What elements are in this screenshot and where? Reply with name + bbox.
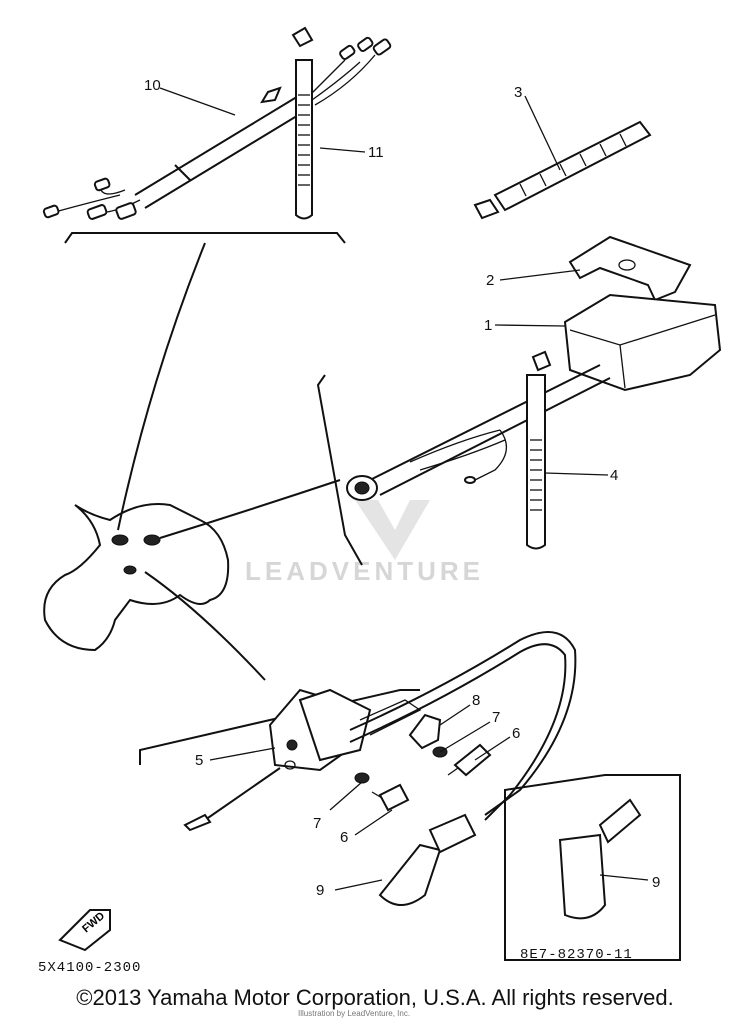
leader-arrows bbox=[117, 242, 341, 681]
callout-7-lower: 7 bbox=[313, 815, 321, 832]
inset-frame bbox=[504, 774, 681, 961]
bolt-part-6-lower bbox=[371, 783, 410, 812]
frame-outline bbox=[43, 503, 230, 652]
ht-cable-inner bbox=[349, 643, 567, 821]
callout-9-main: 9 bbox=[316, 882, 324, 899]
ht-cable bbox=[349, 631, 577, 816]
callout-2: 2 bbox=[486, 272, 494, 289]
callout-5: 5 bbox=[195, 752, 203, 769]
cable-tie-part-11 bbox=[291, 26, 314, 220]
fwd-arrow: FWD bbox=[58, 909, 111, 952]
callout-7-upper: 7 bbox=[492, 709, 500, 726]
ignition-coil-part-5 bbox=[183, 688, 422, 832]
callout-6-upper: 6 bbox=[512, 725, 520, 742]
callout-8: 8 bbox=[472, 692, 480, 709]
watermark-logo: LEADVENTURE bbox=[245, 500, 484, 586]
inset-code: 8E7-82370-11 bbox=[520, 947, 633, 963]
callout-11: 11 bbox=[368, 144, 384, 161]
plug-cap-inset-part-9 bbox=[558, 798, 642, 920]
cdi-harness bbox=[346, 364, 611, 501]
bracket-part-2 bbox=[568, 235, 692, 302]
callout-9-inset: 9 bbox=[652, 874, 660, 891]
wire-harness-part-10 bbox=[42, 36, 392, 220]
cable-tie-part-4 bbox=[526, 350, 552, 550]
leader-lines bbox=[159, 87, 649, 891]
callout-3: 3 bbox=[514, 84, 522, 101]
cdi-unit-part-1 bbox=[563, 293, 722, 392]
callout-10: 10 bbox=[144, 77, 161, 94]
group-bracket-bottom bbox=[139, 689, 420, 765]
callout-6-lower: 6 bbox=[340, 829, 348, 846]
plug-cap-part-9 bbox=[378, 813, 477, 906]
part-code: 5X4100-2300 bbox=[38, 960, 141, 976]
watermark-text: LEADVENTURE bbox=[245, 556, 484, 586]
clamp-part-8 bbox=[408, 713, 442, 750]
washer-part-7-lower bbox=[354, 772, 370, 784]
copyright-footer: ©2013 Yamaha Motor Corporation, U.S.A. A… bbox=[76, 985, 674, 1010]
group-bracket-top bbox=[64, 232, 346, 244]
callout-1: 1 bbox=[484, 317, 492, 334]
bolt-part-6-upper bbox=[447, 743, 492, 777]
callout-4: 4 bbox=[610, 467, 618, 484]
small-credit: Illustration by LeadVenture, Inc. bbox=[298, 1009, 410, 1018]
cable-tie-part-3 bbox=[473, 120, 652, 220]
group-bracket-middle bbox=[316, 374, 363, 566]
